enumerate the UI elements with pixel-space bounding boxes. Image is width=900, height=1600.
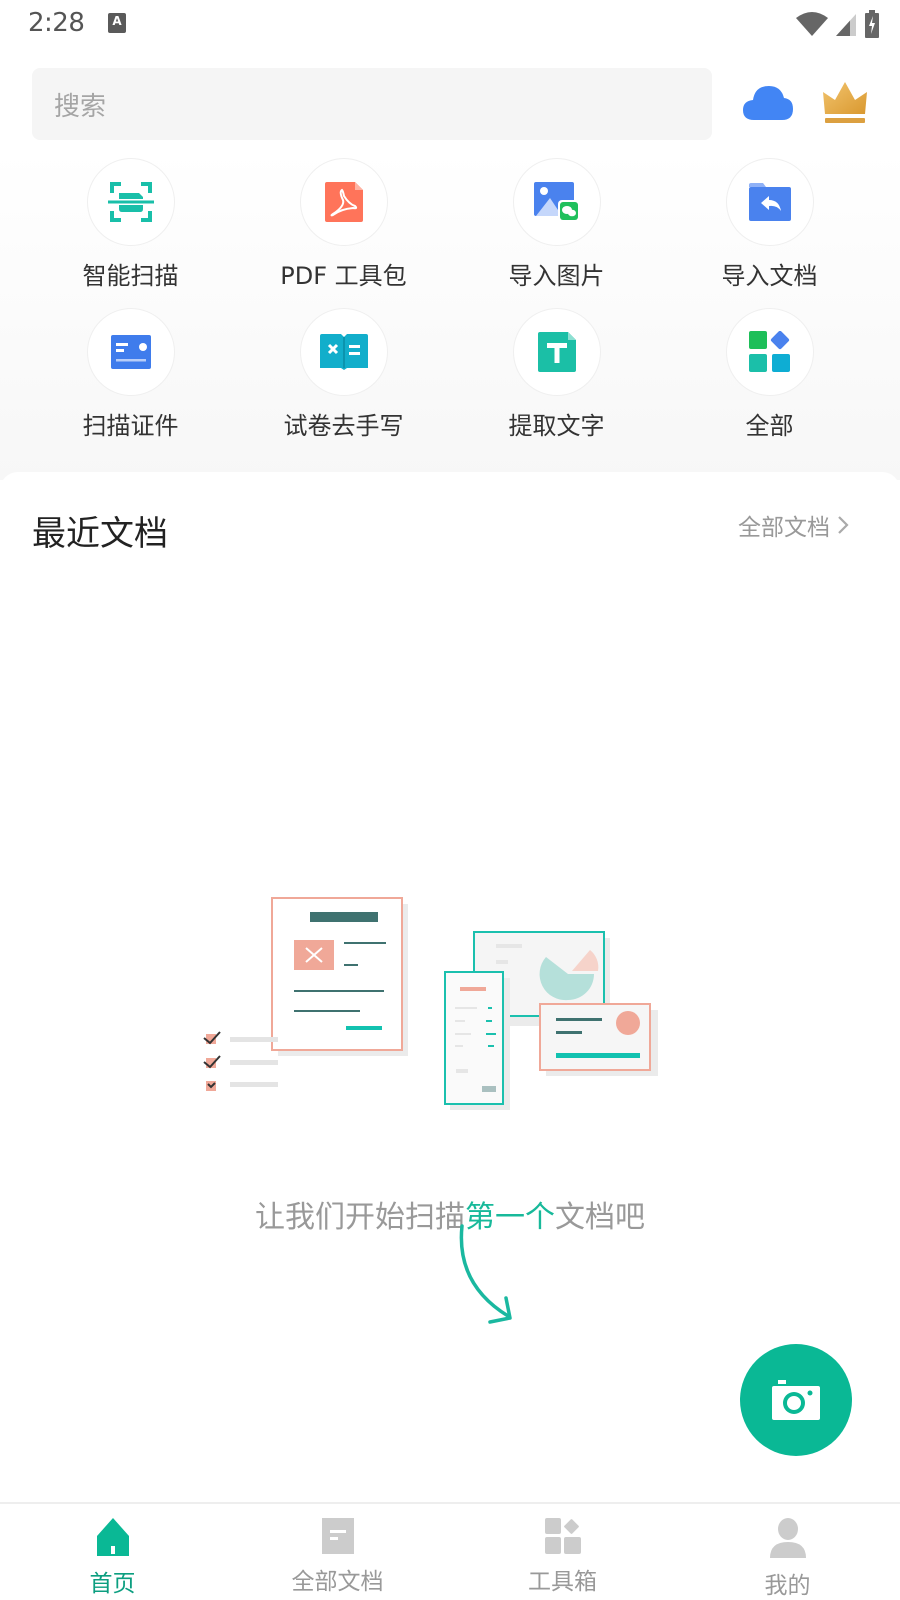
- action-label: 扫描证件: [82, 412, 179, 440]
- action-smart-scan[interactable]: 智能扫描: [24, 158, 237, 308]
- action-import-image[interactable]: 导入图片: [450, 158, 663, 308]
- nav-tab-all-documents[interactable]: 全部文档: [225, 1504, 450, 1600]
- camera-scan-button[interactable]: [740, 1344, 852, 1456]
- signal-icon: [836, 14, 856, 36]
- import-document-icon: [748, 183, 791, 221]
- nav-tab-home[interactable]: 首页: [0, 1504, 225, 1600]
- notification-a-icon: A: [108, 13, 126, 33]
- search-placeholder: 搜索: [54, 91, 107, 122]
- wifi-icon: [796, 12, 828, 36]
- nav-tab-toolbox[interactable]: 工具箱: [450, 1504, 675, 1600]
- action-label: PDF 工具包: [280, 262, 407, 290]
- cloud-sync-button[interactable]: [742, 82, 794, 122]
- action-import-document[interactable]: 导入文档: [663, 158, 876, 308]
- section-title: 最近文档: [32, 514, 168, 554]
- documents-icon: [321, 1518, 354, 1554]
- action-label: 全部: [745, 412, 794, 440]
- action-extract-text[interactable]: 提取文字: [450, 308, 663, 458]
- status-time: 2:28: [28, 8, 85, 38]
- crown-icon: [823, 82, 867, 123]
- search-input[interactable]: 搜索: [32, 68, 712, 140]
- profile-icon: [769, 1518, 806, 1558]
- action-scan-id[interactable]: 扫描证件: [24, 308, 237, 458]
- home-icon: [96, 1518, 129, 1556]
- quick-actions-grid: 智能扫描 PDF 工具包: [0, 158, 900, 458]
- nav-label: 首页: [89, 1571, 136, 1597]
- import-image-icon: [533, 182, 580, 222]
- nav-tab-profile[interactable]: 我的: [675, 1504, 900, 1600]
- id-card-icon: [110, 335, 151, 369]
- empty-state-illustration: [203, 897, 658, 1110]
- smart-scan-icon: [107, 182, 154, 222]
- empty-highlight: 第一个: [465, 1200, 555, 1235]
- nav-label: 工具箱: [528, 1569, 597, 1595]
- camera-icon: [772, 1380, 820, 1420]
- nav-label: 全部文档: [291, 1569, 384, 1595]
- vip-button[interactable]: [821, 80, 869, 126]
- recent-documents-section: 最近文档 全部文档: [0, 472, 900, 1502]
- pdf-icon: [324, 182, 363, 222]
- empty-prefix: 让我们开始扫描: [255, 1200, 465, 1235]
- status-icons: [796, 10, 880, 38]
- action-label: 导入文档: [721, 262, 818, 290]
- action-label: 智能扫描: [82, 262, 179, 290]
- curved-arrow-icon: [459, 1224, 512, 1324]
- view-all-label: 全部文档: [738, 515, 830, 541]
- extract-text-icon: [537, 332, 576, 372]
- toolbox-icon: [544, 1518, 581, 1554]
- chevron-right-icon: [838, 516, 849, 534]
- action-remove-handwriting[interactable]: 试卷去手写: [237, 308, 450, 458]
- remove-handwriting-icon: [319, 334, 368, 370]
- action-label: 提取文字: [508, 412, 605, 440]
- empty-state-message: 让我们开始扫描第一个文档吧: [0, 1192, 900, 1236]
- cloud-icon: [743, 86, 793, 120]
- action-all-tools[interactable]: 全部: [663, 308, 876, 458]
- bottom-navigation: 首页 全部文档 工具箱 我的: [0, 1502, 900, 1600]
- view-all-documents-link[interactable]: 全部文档: [738, 508, 850, 542]
- status-bar: 2:28 A: [0, 0, 900, 50]
- all-tools-icon: [748, 331, 790, 372]
- action-pdf-toolkit[interactable]: PDF 工具包: [237, 158, 450, 308]
- battery-charging-icon: [865, 10, 879, 38]
- action-label: 导入图片: [508, 262, 605, 290]
- nav-label: 我的: [764, 1573, 811, 1599]
- action-label: 试卷去手写: [283, 412, 404, 440]
- empty-suffix: 文档吧: [555, 1200, 645, 1235]
